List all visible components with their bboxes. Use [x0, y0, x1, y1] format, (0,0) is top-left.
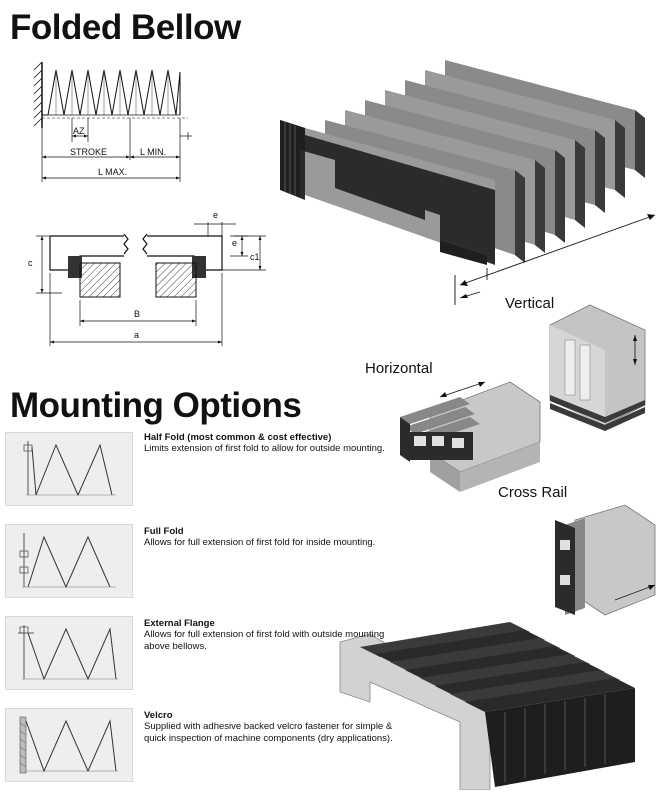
a-label: a: [134, 330, 140, 340]
external-flange-thumbnail: [5, 616, 133, 690]
option-title: External Flange: [144, 618, 215, 629]
half-fold-thumbnail: [5, 432, 133, 506]
option-title: Half Fold (most common & cost effective): [144, 432, 332, 443]
vertical-label: Vertical: [505, 295, 555, 312]
e-side-label: e: [232, 238, 238, 248]
horizontal-label: Horizontal: [365, 360, 433, 377]
e-top-label: e: [213, 210, 219, 220]
option-description: Allows for full extension of first fold …: [144, 537, 376, 548]
cross-section-drawing: e e c c1 B a: [22, 208, 272, 350]
vertical-mount-illustration: [545, 295, 660, 435]
folded-bellow-illustration: Vertical: [275, 40, 660, 320]
full-fold-thumbnail: [5, 524, 133, 598]
l-min-label: L MIN.: [140, 147, 167, 157]
b-label: B: [134, 309, 141, 319]
az-label: AZ: [73, 126, 85, 136]
option-full-fold: Full Fold Allows for full extension of f…: [144, 526, 404, 549]
option-description: Supplied with adhesive backed velcro fas…: [144, 721, 393, 744]
flanged-bellow-illustration: [330, 612, 660, 790]
option-description: Limits extension of first fold to allow …: [144, 443, 385, 454]
stroke-label: STROKE: [70, 147, 108, 157]
c-label: c: [28, 258, 33, 268]
folded-bellow-heading: Folded Bellow: [10, 8, 241, 47]
c1-label: c1: [250, 252, 260, 262]
option-half-fold: Half Fold (most common & cost effective)…: [144, 432, 404, 455]
horizontal-mount-illustration: [400, 372, 545, 497]
cross-rail-illustration: [545, 500, 660, 630]
velcro-thumbnail: [5, 708, 133, 782]
option-external-flange: External Flange Allows for full extensio…: [144, 618, 409, 653]
option-description: Allows for full extension of first fold …: [144, 629, 385, 652]
cross-rail-label: Cross Rail: [498, 484, 568, 501]
mounting-options-heading: Mounting Options: [10, 386, 302, 425]
option-title: Full Fold: [144, 526, 184, 537]
l-max-label: L MAX.: [98, 167, 128, 177]
option-velcro: Velcro Supplied with adhesive backed vel…: [144, 710, 409, 745]
option-title: Velcro: [144, 710, 173, 721]
fold-dimension-drawing: AZ STROKE L MIN. L MAX.: [30, 60, 200, 185]
